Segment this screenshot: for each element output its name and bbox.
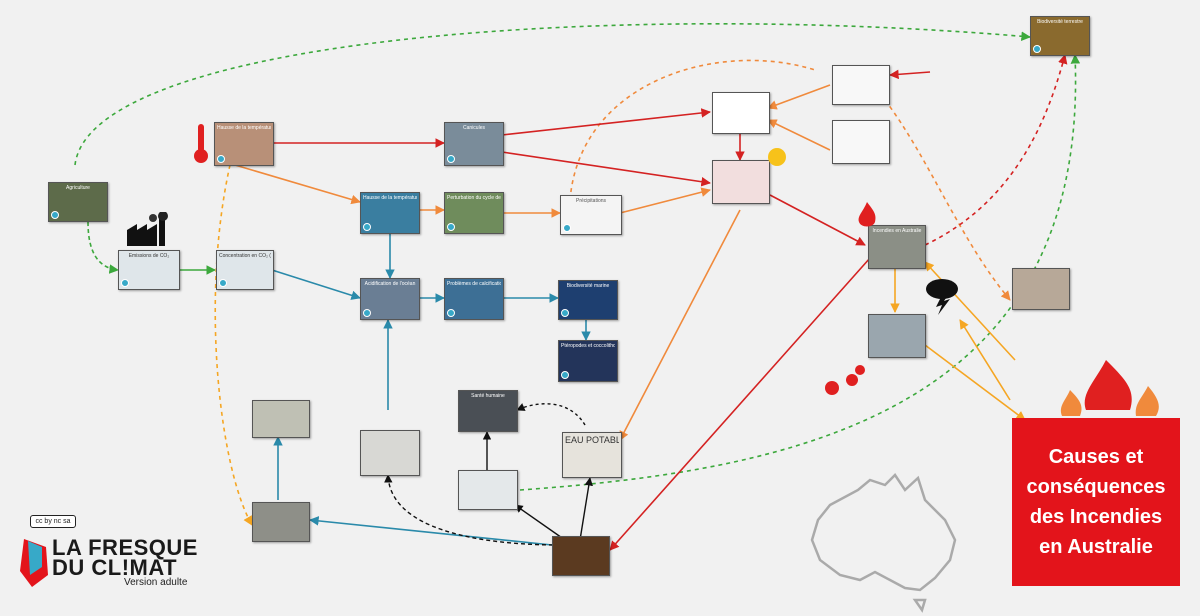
card-emissions[interactable]: Émissions de CO₂ [118,250,180,290]
card-ocean-temp-label: Hausse de la température de l'eau [363,195,417,201]
card-agriculture-label: Agriculture [66,185,90,191]
card-temperature-label: Hausse de la température [217,125,271,131]
card-acidification-label: Acidification de l'océan [364,281,416,287]
card-canicules[interactable]: Canicules [444,122,504,166]
hand-logo-icon [20,539,48,587]
card-concentration[interactable]: Concentration en CO₂ (ppm) [216,250,274,290]
card-eau-potable-label: EAU POTABLE [565,435,619,445]
card-smoke-fire[interactable] [552,536,610,576]
arrow-thermo-circulation [889,69,931,80]
card-calcification[interactable]: Problèmes de calcification [444,278,504,320]
arrow-temp-snow [214,164,253,526]
card-canicules-label: Canicules [463,125,485,131]
fire-icon [855,200,879,228]
logo: cc by nc sa LA FRESQUE DU CL!MAT Version… [18,515,198,595]
card-chip-icon [561,371,569,379]
card-temperature[interactable]: Hausse de la température [214,122,274,166]
card-calcification-label: Problèmes de calcification [447,281,501,287]
australia-outline-icon [810,473,957,613]
logo-line-1: LA FRESQUE [52,535,198,560]
card-precipitations[interactable]: Précipitations [560,195,622,235]
arrow-fires-biodiversity-red [924,54,1068,246]
arrow-temp-ocean [234,164,361,205]
card-incendies[interactable]: Incendies en Australie [868,225,926,269]
arrow-title-fires [924,261,1016,361]
card-chip-icon [447,309,455,317]
card-chip-icon [561,309,569,317]
card-drought[interactable] [712,160,770,204]
arrow-drought-potable [619,209,741,441]
card-sante-label: Santé humaine [471,393,505,399]
big-fire-icon [1056,360,1164,420]
title-box: Causes et conséquences des Incendies en … [1012,418,1180,586]
card-emissions-label: Émissions de CO₂ [128,253,170,259]
arrow-agriculture-biodiversity [74,22,1031,166]
card-ocean-temp[interactable]: Hausse de la température de l'eau [360,192,420,234]
arrow-ozone-graph [767,119,831,151]
card-vague[interactable] [360,430,420,476]
card-chip-icon [363,309,371,317]
arrow-precip-drought [619,187,711,214]
arrow-agriculture-emissions [87,221,119,274]
card-agriculture[interactable]: Agriculture [48,182,108,222]
arrow-circulation-wind [884,99,1011,301]
card-chip-icon [217,155,225,163]
card-eau-potable[interactable]: EAU POTABLE [562,432,622,478]
card-smoke-cloud[interactable] [868,314,926,358]
arrow-canicules-graph [501,108,711,136]
card-precipitations-label: Précipitations [575,198,606,204]
card-chip-icon [1033,45,1041,53]
arrow-title-storm [959,319,1011,401]
card-wind-damage[interactable] [1012,268,1070,310]
card-circulation[interactable] [832,65,890,105]
logo-line-2: DU CL!MAT [52,555,178,580]
arrow-smoke-map [514,504,566,541]
card-chip-icon [447,155,455,163]
card-acidification[interactable]: Acidification de l'océan [360,278,420,320]
card-temperature-graph[interactable] [712,92,770,134]
card-biodiversite-marine[interactable]: Biodiversité marine [558,280,618,320]
arrow-smoke-wave [384,474,561,546]
logo-version: Version adulte [124,577,188,588]
arrow-potable-health [516,403,586,426]
arrow-canicules-drought [501,151,711,187]
card-water-cycle[interactable]: Perturbation du cycle de l'eau [444,192,504,234]
card-chip-icon [121,279,129,287]
arrow-potable-biodiversity [519,54,1081,491]
card-concentration-label: Concentration en CO₂ (ppm) [219,253,271,259]
card-incendies-label: Incendies en Australie [872,228,922,234]
card-chip-icon [563,224,571,232]
sun-icon [762,142,792,172]
arrow-smoke-title [924,344,1026,421]
card-ozone[interactable] [832,120,890,164]
card-biodiversite-terrestre-label: Biodiversité terrestre [1037,19,1083,25]
card-glacier[interactable] [252,400,310,438]
card-chip-icon [51,211,59,219]
license-badge: cc by nc sa [30,515,76,528]
arrow-concentration-acid [271,269,361,300]
card-water-cycle-label: Perturbation du cycle de l'eau [447,195,501,201]
card-biodiversite-terrestre[interactable]: Biodiversité terrestre [1030,16,1090,56]
arrow-drought-fires [769,194,866,246]
thermometer-icon [192,122,210,164]
card-chip-icon [447,223,455,231]
card-biodiversite-marine-label: Biodiversité marine [566,283,610,289]
arrow-smoke-potable [579,477,593,541]
card-pteropodes-label: Ptéropodes et coccolithophores [561,343,615,349]
card-sante[interactable]: Santé humaine [458,390,518,432]
arrow-smoke-snow [309,516,553,546]
arrow-temp-precip-dashed [564,59,816,210]
storm-icon [922,275,962,315]
card-pteropodes[interactable]: Ptéropodes et coccolithophores [558,340,618,382]
card-map-australia[interactable] [458,470,518,510]
arrow-circ-graph [767,84,831,110]
factory-icon [125,211,175,248]
card-chip-icon [363,223,371,231]
card-snow-mountain[interactable] [252,502,310,542]
arrow-fires-smoke [609,257,871,551]
title-text: Causes et conséquences des Incendies en … [1026,446,1166,558]
smoke-clouds-icon [822,362,870,398]
card-chip-icon [219,279,227,287]
